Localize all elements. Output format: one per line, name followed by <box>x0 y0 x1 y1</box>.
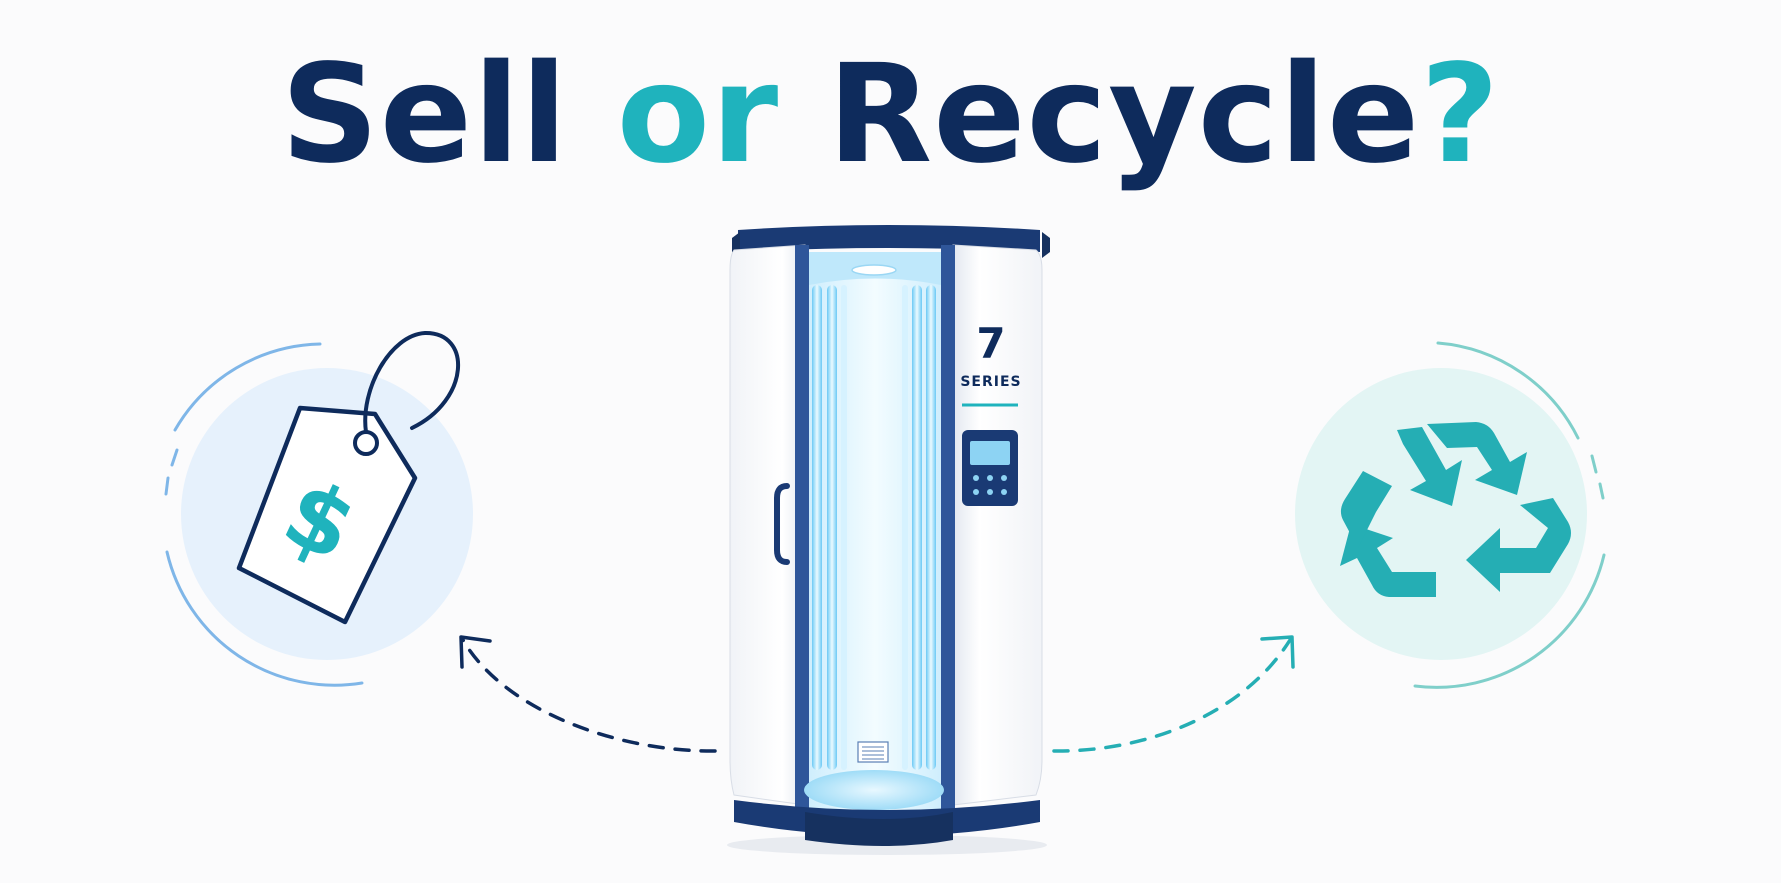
headline-word-sell: Sell <box>280 36 569 194</box>
right-circle-bg <box>1295 368 1587 660</box>
headline-question-mark: ? <box>1420 36 1501 194</box>
dashed-arrow-left <box>459 635 717 753</box>
tanning-booth: 7 SERIES <box>727 225 1050 855</box>
price-tag-dollar-icon: $ <box>236 330 460 625</box>
headline-word-recycle: Recycle <box>827 36 1421 194</box>
booth-model-number: 7 <box>976 319 1005 368</box>
headline-word-or: or <box>616 36 780 194</box>
booth-model-series: SERIES <box>960 374 1021 390</box>
recycle-icon <box>1340 422 1571 597</box>
headline: Sell or Recycle? <box>0 25 1781 205</box>
booth-control-panel <box>962 430 1018 506</box>
recycle-group <box>1295 341 1606 689</box>
dashed-arrow-right <box>1052 635 1295 753</box>
sell-price-tag-group: $ <box>164 330 473 687</box>
